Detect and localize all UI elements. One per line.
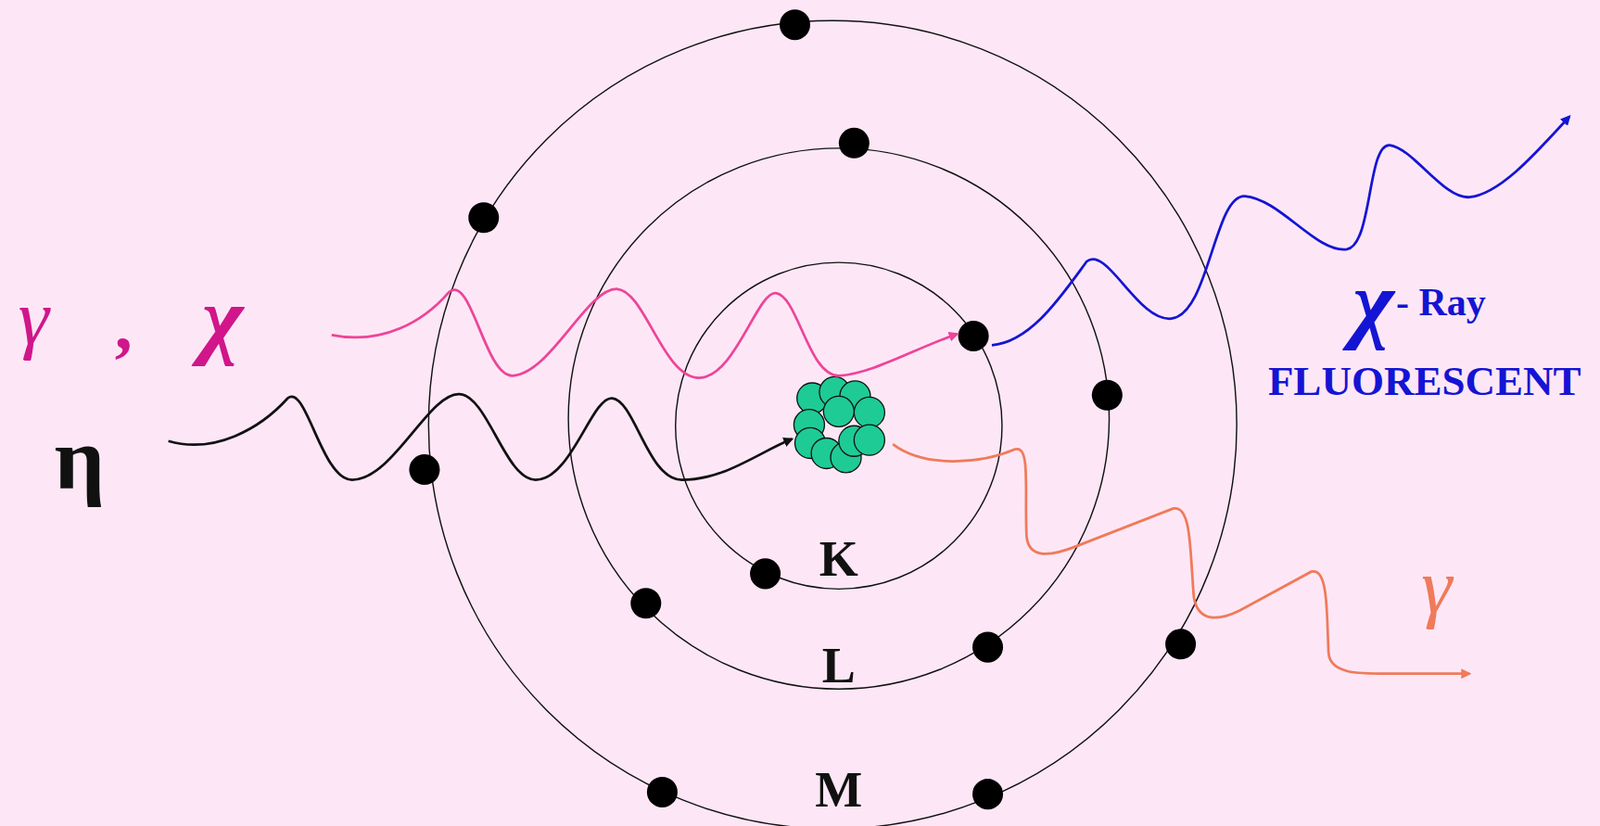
electrons: [408, 9, 1196, 810]
incoming-photon: [331, 289, 958, 379]
separator: ,: [114, 289, 133, 360]
neutron-symbol: η: [54, 414, 106, 504]
incoming-neutron: [168, 393, 793, 480]
fluorescent-xray: [991, 116, 1570, 346]
electron-shells: [428, 20, 1237, 826]
emitted-gamma: [892, 444, 1470, 674]
ray-label: - Ray: [1396, 282, 1486, 322]
gamma-symbol: γ: [18, 279, 50, 357]
nucleus: [793, 376, 885, 472]
shell-label: L: [822, 640, 856, 691]
fluorescent-label: FLUORESCENT: [1268, 360, 1582, 403]
xray-symbol: χ: [202, 273, 244, 363]
shell-label: M: [814, 764, 863, 815]
xray-symbol: χ: [1352, 257, 1395, 347]
gamma-symbol: γ: [1421, 547, 1452, 626]
shell-label: K: [819, 533, 859, 585]
